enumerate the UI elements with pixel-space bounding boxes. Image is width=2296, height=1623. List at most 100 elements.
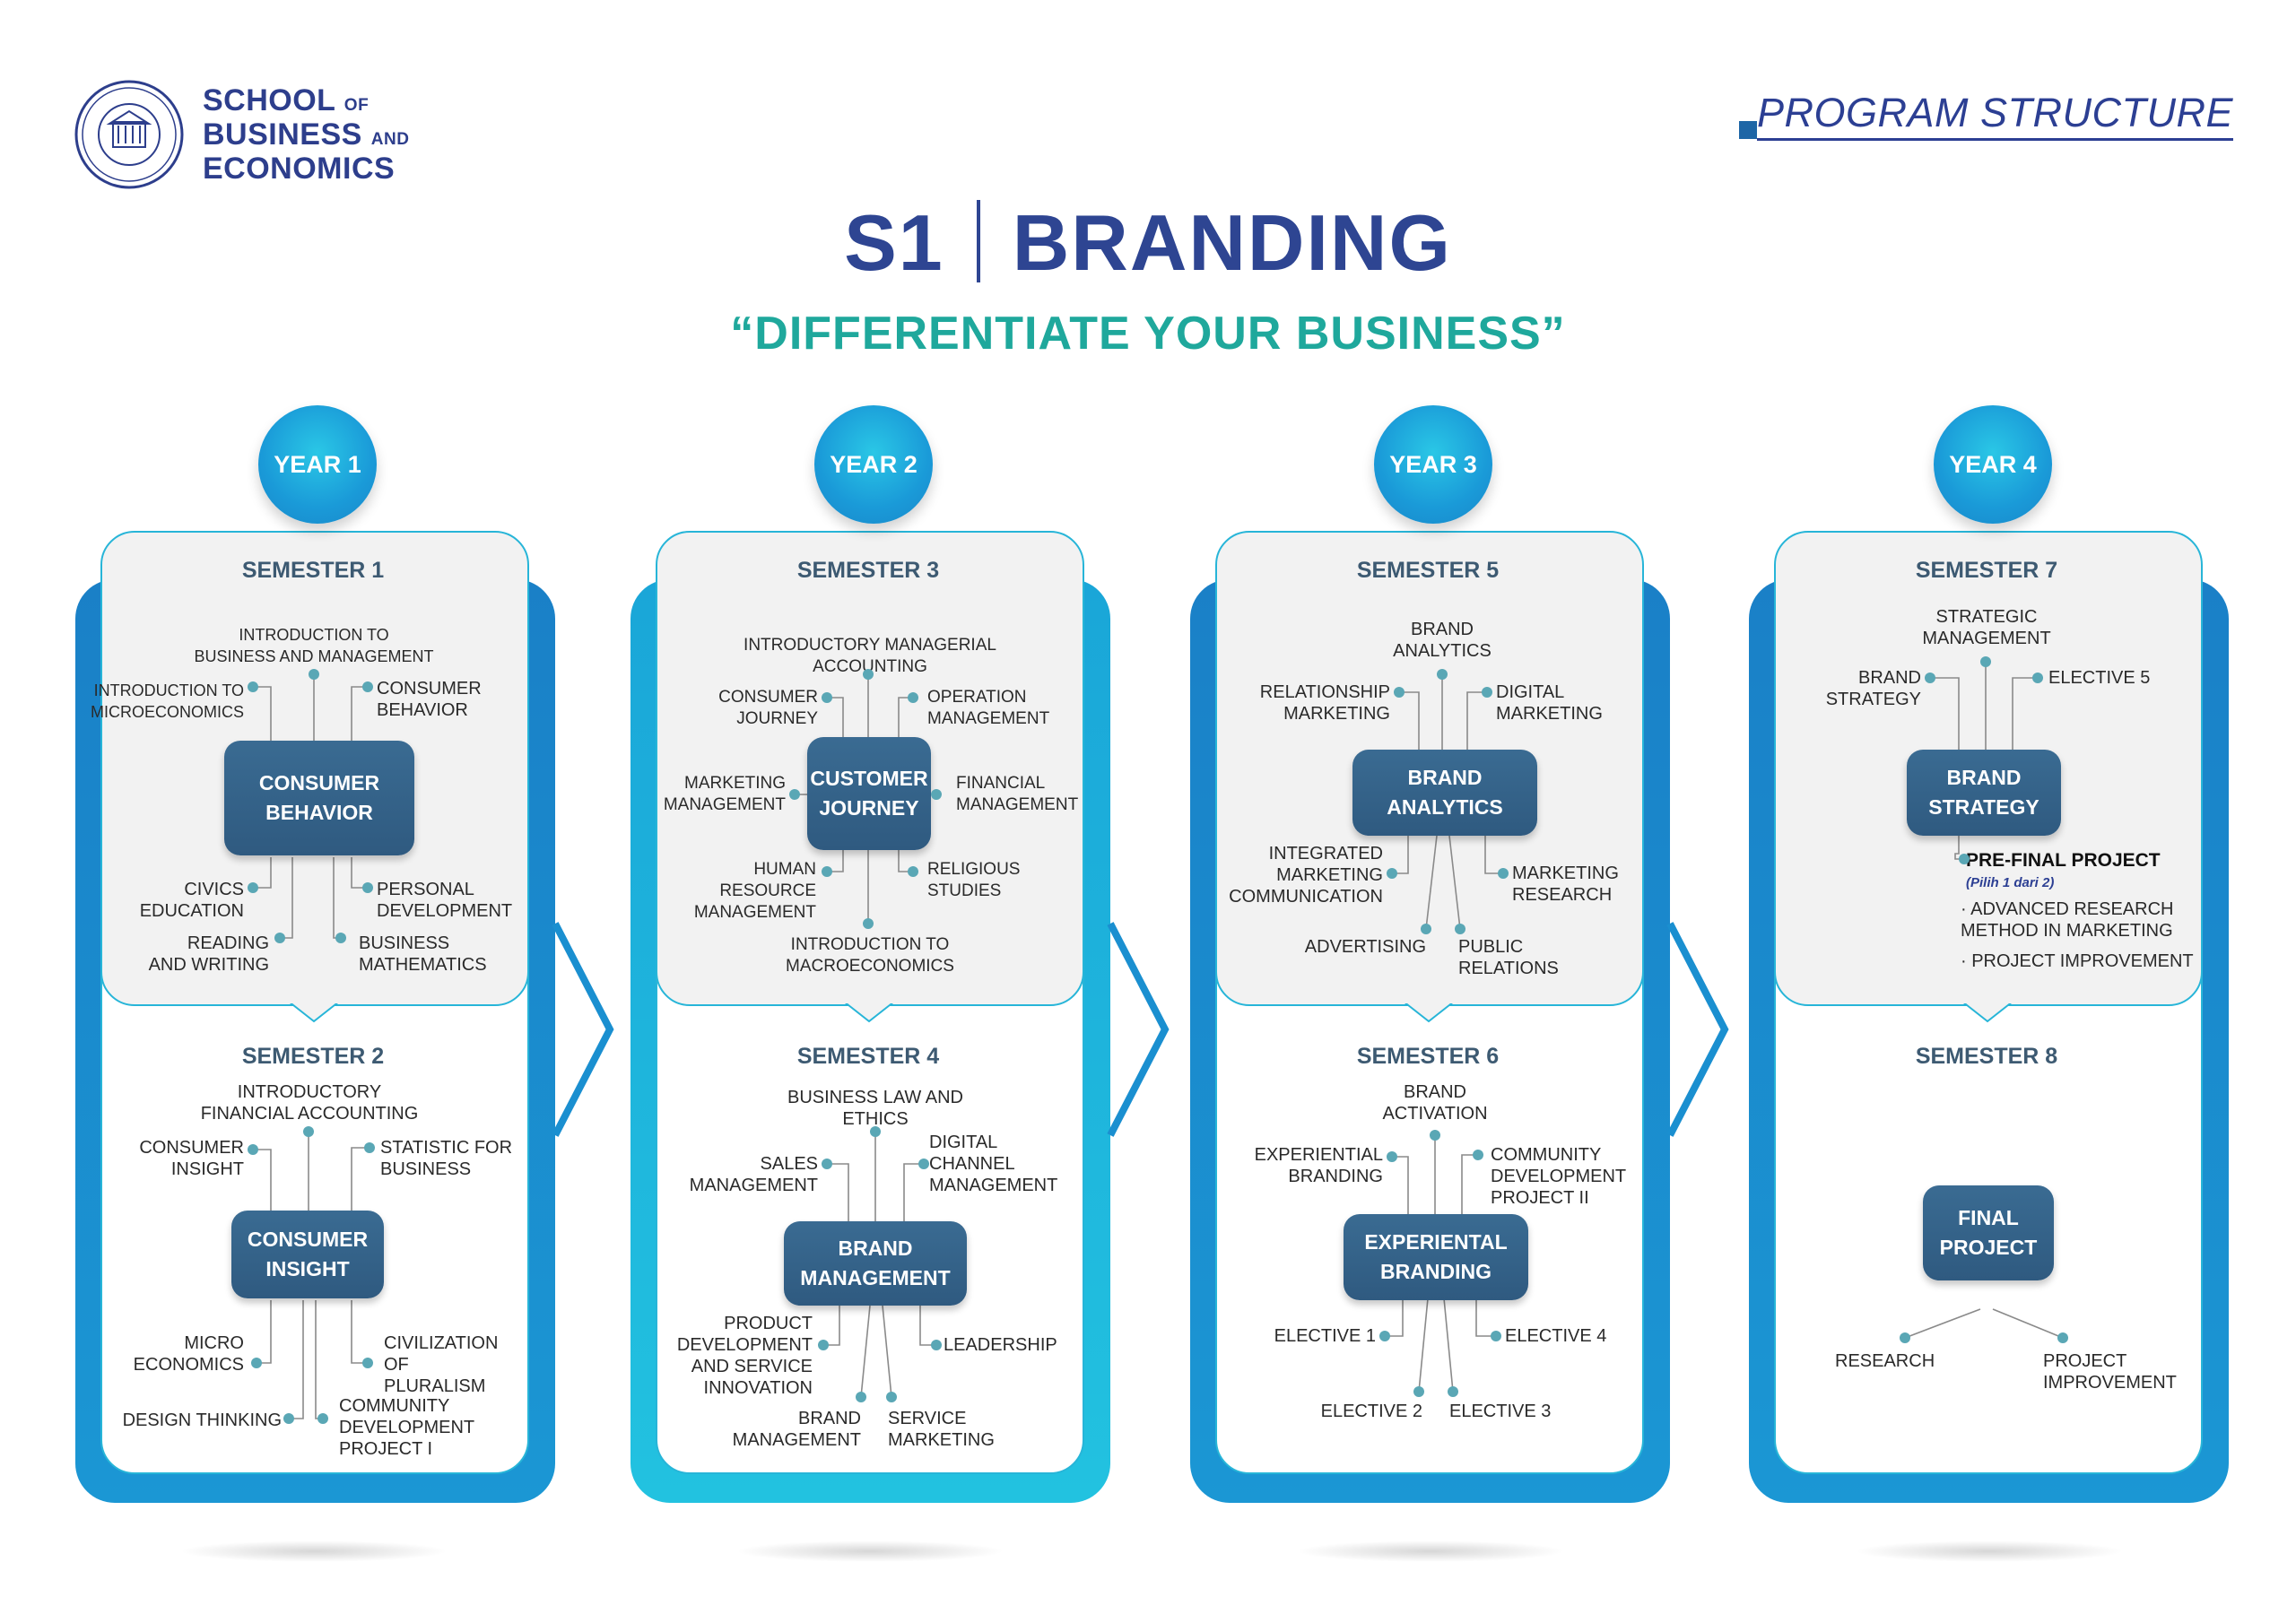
course-label: MARKETING MANAGEMENT xyxy=(663,774,786,814)
course-label: INTRODUCTION TO BUSINESS AND MANAGEMENT xyxy=(194,626,434,665)
program-structure-heading: PROGRAM STRUCTURE xyxy=(1756,90,2233,141)
course-label: ADVERTISING xyxy=(1304,937,1426,957)
course-label: DESIGN THINKING xyxy=(122,1410,282,1430)
year-badge-4: YEAR 4 xyxy=(1934,405,2052,524)
course-label: COMMUNITY DEVELOPMENT PROJECT I xyxy=(339,1396,475,1459)
semester-title: SEMESTER 3 xyxy=(796,558,940,583)
column-shadow xyxy=(1855,1541,2124,1562)
connector-dot xyxy=(1498,868,1509,879)
core-course-box: EXPERIENTAL BRANDING xyxy=(1344,1214,1528,1300)
connector-dot xyxy=(789,789,800,800)
connector-dot xyxy=(303,1126,314,1137)
connector-dot xyxy=(1421,924,1431,934)
connector-dot xyxy=(248,882,258,893)
connector-dot xyxy=(1448,1386,1458,1397)
course-label: BRAND ANALYTICS xyxy=(1393,620,1492,661)
course-label: MARKETING RESEARCH xyxy=(1512,864,1619,905)
core-course-box: FINAL PROJECT xyxy=(1923,1185,2054,1280)
course-label: DIGITAL CHANNEL MANAGEMENT xyxy=(929,1133,1058,1195)
connector-dot xyxy=(1491,1331,1501,1341)
course-label: BUSINESS LAW AND ETHICS xyxy=(787,1088,963,1129)
year-badge-1: YEAR 1 xyxy=(258,405,377,524)
course-label: INTRODUCTORY FINANCIAL ACCOUNTING xyxy=(200,1082,419,1124)
connector-dot xyxy=(863,918,874,929)
course-label: PERSONAL DEVELOPMENT xyxy=(377,880,513,921)
connector-dot xyxy=(364,1142,375,1153)
course-label: STRATEGIC MANAGEMENT xyxy=(1922,607,2051,648)
connector-dot xyxy=(1430,1130,1440,1141)
connector-dot xyxy=(1959,854,1970,864)
connector-dot xyxy=(1387,1151,1397,1162)
semester-title: SEMESTER 1 xyxy=(241,558,385,583)
course-label: HUMAN RESOURCE MANAGEMENT xyxy=(693,860,816,922)
course-label: OPERATION MANAGEMENT xyxy=(927,688,1050,728)
connector-dot xyxy=(870,1126,881,1137)
course-label: RELIGIOUS STUDIES xyxy=(927,860,1021,900)
university-seal-logo xyxy=(74,80,184,189)
course-option: · ADVANCED RESEARCH METHOD IN MARKETING xyxy=(1961,899,2174,941)
page-subtitle: “DIFFERENTIATE YOUR BUSINESS” xyxy=(730,308,1566,360)
connector-dot xyxy=(931,789,942,800)
course-label: SALES MANAGEMENT xyxy=(689,1154,818,1195)
connector-dot xyxy=(248,681,258,692)
connector-dot xyxy=(2057,1332,2068,1343)
connector-dot xyxy=(309,669,319,680)
school-name-line2: BUSINESS AND xyxy=(203,117,410,152)
course-label: PRODUCT DEVELOPMENT AND SERVICE INNOVATI… xyxy=(676,1314,813,1398)
course-label: CIVICS EDUCATION xyxy=(139,880,244,921)
course-label: BRAND STRATEGY xyxy=(1825,668,1921,709)
connector-dot xyxy=(908,866,918,877)
year-badge-3: YEAR 3 xyxy=(1374,405,1492,524)
connector-dot xyxy=(1980,656,1991,667)
semester-title: SEMESTER 5 xyxy=(1356,558,1500,583)
connector-dot xyxy=(818,1340,829,1350)
connector-dot xyxy=(1437,669,1448,680)
course-label: INTRODUCTION TO MICROECONOMICS xyxy=(91,681,244,721)
connector-dot xyxy=(822,692,832,703)
core-course-box: BRAND STRATEGY xyxy=(1907,750,2061,836)
connector-dot xyxy=(362,882,373,893)
connector-dot xyxy=(335,933,346,943)
connector-dot xyxy=(362,681,373,692)
connector-dot xyxy=(1482,687,1492,698)
course-label: RELATIONSHIP MARKETING xyxy=(1259,682,1390,724)
course-label: CONSUMER BEHAVIOR xyxy=(377,679,482,720)
course-label: INTRODUCTORY MANAGERIAL ACCOUNTING xyxy=(744,636,996,676)
core-course-box: CUSTOMER JOURNEY xyxy=(807,737,931,850)
core-course-box: BRAND ANALYTICS xyxy=(1352,750,1537,836)
connector-dot xyxy=(283,1413,294,1424)
course-label: BUSINESS MATHEMATICS xyxy=(359,933,487,975)
course-label: SERVICE MARKETING xyxy=(888,1409,995,1450)
course-label: PUBLIC RELATIONS xyxy=(1458,937,1559,978)
course-label: BRAND MANAGEMENT xyxy=(732,1409,861,1450)
course-label: CIVILIZATION OF PLURALISM xyxy=(384,1333,499,1396)
course-label: BRAND ACTIVATION xyxy=(1382,1082,1488,1124)
connector-dot xyxy=(1455,924,1465,934)
column-shadow xyxy=(1296,1541,1565,1562)
pre-final-project-heading: PRE-FINAL PROJECT xyxy=(1966,850,2161,871)
connector-dot xyxy=(886,1392,897,1402)
connector-dot xyxy=(1394,687,1405,698)
connector-dot xyxy=(908,692,918,703)
connector-dot xyxy=(1900,1332,1910,1343)
choose-one-note: (Pilih 1 dari 2) xyxy=(1966,875,2055,890)
course-label: ELECTIVE 3 xyxy=(1449,1402,1552,1421)
connector-dot xyxy=(931,1340,942,1350)
course-label: PROJECT IMPROVEMENT xyxy=(2043,1351,2177,1393)
course-label: ELECTIVE 1 xyxy=(1274,1326,1376,1346)
connector-dot xyxy=(362,1358,373,1368)
course-label: CONSUMER INSIGHT xyxy=(139,1138,244,1179)
course-label: INTEGRATED MARKETING COMMUNICATION xyxy=(1229,844,1383,907)
course-label: INTRODUCTION TO MACROECONOMICS xyxy=(786,935,954,976)
core-course-box: CONSUMER BEHAVIOR xyxy=(224,741,414,855)
course-option: · PROJECT IMPROVEMENT xyxy=(1961,951,2194,971)
course-label: DIGITAL MARKETING xyxy=(1496,682,1603,724)
connector-dot xyxy=(1379,1331,1390,1341)
connector-dot xyxy=(317,1413,328,1424)
connector-dot xyxy=(251,1358,262,1368)
course-label: ELECTIVE 5 xyxy=(2048,668,2151,688)
connector-dot xyxy=(248,1144,258,1155)
connector-dot xyxy=(274,933,285,943)
